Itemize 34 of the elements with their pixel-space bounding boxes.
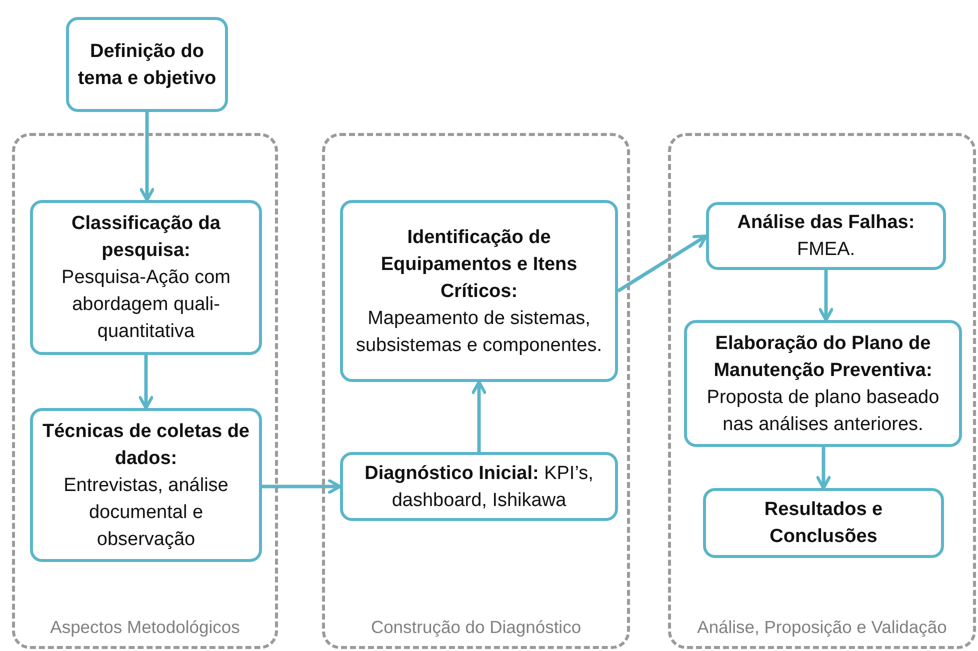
- group-frame: [668, 133, 976, 649]
- group-frame: [322, 133, 630, 649]
- step-text: Pesquisa-Ação com abordagem quali-quantitativa: [60, 266, 232, 344]
- arrow: [816, 447, 831, 490]
- step-text: Mapeamento de sistemas, subsistemas e componentes.: [354, 306, 604, 358]
- process-box: [30, 408, 262, 562]
- step-text: Proposta de plano baseado nas análises anteriores.: [706, 386, 940, 436]
- step-title: Elaboração do Plano de Manutenção Preventiva:: [712, 332, 934, 382]
- process-box: [66, 17, 228, 112]
- arrow: [472, 380, 486, 452]
- arrow: [262, 479, 342, 494]
- step-text: Diagnóstico Inicial: KPI’s, dashboard, Ishikawa: [364, 462, 594, 512]
- step-title: Classificação da pesquisa:: [70, 212, 222, 263]
- step-text: FMEA.: [796, 238, 856, 262]
- step-title: Resultados e Conclusões: [763, 498, 884, 549]
- step-title: Definição do tema e objetivo: [76, 40, 218, 90]
- arrow: [818, 270, 834, 322]
- arrow: [138, 355, 154, 410]
- step-text: Entrevistas, análise documental e observação: [62, 474, 230, 552]
- group-label: Aspectos Metodológicos: [49, 617, 241, 638]
- arrow: [140, 112, 154, 202]
- step-title: Análise das Falhas:: [737, 211, 915, 235]
- process-box: [340, 200, 618, 382]
- process-box: [684, 320, 962, 447]
- group-label: Construção do Diagnóstico: [370, 617, 582, 638]
- process-box: [340, 452, 618, 521]
- step-title: Técnicas de coletas de dados:: [42, 420, 250, 470]
- process-box: [703, 488, 944, 558]
- step-title: Identificação de Equipamentos e Itens Críticos:: [380, 226, 578, 304]
- process-box: [706, 202, 946, 270]
- arrow: [617, 234, 708, 292]
- group-frame: [12, 133, 278, 649]
- group-label: Análise, Proposição e Validação: [696, 617, 948, 638]
- process-box: [30, 200, 262, 355]
